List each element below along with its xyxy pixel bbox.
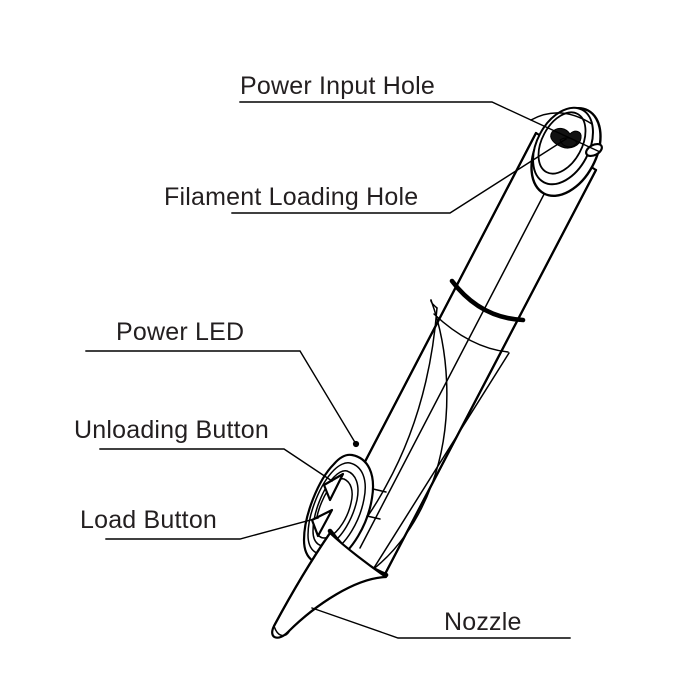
body-band <box>433 278 526 353</box>
panel-divider <box>372 488 387 493</box>
callout-labels: Power Input Hole Filament Loading Hole P… <box>74 72 522 636</box>
callout-label-unloading-button: Unloading Button <box>74 416 269 444</box>
leader-nozzle <box>311 607 571 639</box>
panel-divider-2 <box>366 515 381 520</box>
callout-leaders <box>85 101 601 639</box>
leader-power-input-hole <box>239 101 601 153</box>
load-button-arrow <box>310 508 334 538</box>
callout-label-power-led: Power LED <box>116 318 244 346</box>
nozzle-cone <box>271 528 389 639</box>
callout-label-load-button: Load Button <box>80 506 217 534</box>
button-panel <box>302 453 375 565</box>
callout-label-nozzle: Nozzle <box>444 608 522 636</box>
unloading-button-arrow <box>322 472 345 502</box>
callout-label-power-input-hole: Power Input Hole <box>240 72 435 100</box>
leader-load-button <box>105 517 319 540</box>
callout-label-filament-loading-hole: Filament Loading Hole <box>164 183 418 211</box>
barrel-crease <box>359 151 567 549</box>
barrel-inner-edge <box>371 352 510 572</box>
leader-filament-loading-hole <box>231 138 567 214</box>
pen-illustration <box>271 106 603 639</box>
leader-unloading-button <box>99 448 333 482</box>
leader-power-led <box>85 350 357 445</box>
